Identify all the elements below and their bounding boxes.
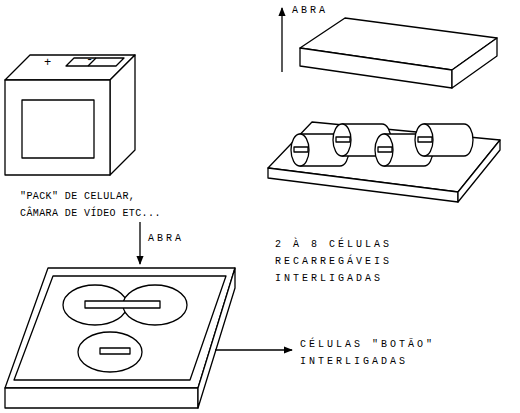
terminal-sign: + [44, 55, 58, 72]
pack-lid [300, 18, 497, 88]
terminal-sign: - [86, 52, 100, 69]
note-label: "PACK" DE CELULAR, CÂMARA DE VÍDEO ETC..… [20, 188, 170, 222]
note-label: CÉLULAS "BOTÃO" INTERLIGADAS [300, 336, 495, 370]
leader-arrow [215, 349, 292, 350]
button-cell-tray [5, 268, 235, 408]
open-arrow [139, 222, 140, 264]
note-label: 2 À 8 CÉLULAS RECARREGÁVEIS INTERLIGADAS [275, 236, 407, 287]
open-tray [268, 122, 500, 202]
closed-pack [5, 55, 135, 175]
rechargeable-cells [291, 124, 473, 166]
open-label: ABRA [292, 2, 352, 19]
open-label: ABRA [148, 230, 208, 247]
open-arrow [281, 8, 282, 72]
button-cells [63, 285, 187, 372]
